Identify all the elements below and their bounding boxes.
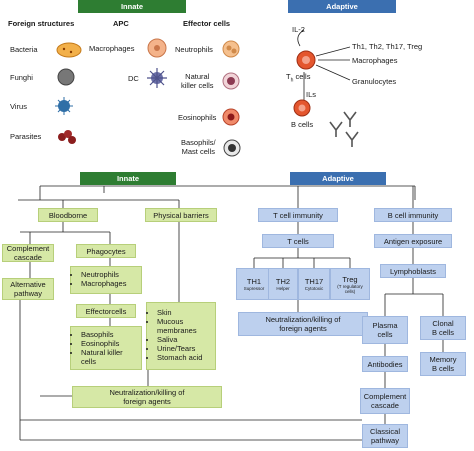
barrier-item: Stomach acid bbox=[157, 353, 215, 362]
tsubset-name: TH17 bbox=[304, 277, 324, 286]
plasma-cells-box: Plasma cells bbox=[362, 316, 408, 344]
eosinophil-icon bbox=[222, 108, 240, 126]
effector-list: Basophils Eosinophils Natural killer cel… bbox=[70, 326, 142, 370]
innate-header: Innate bbox=[80, 172, 176, 185]
adaptive-outcome-box: Neutralization/killing of foreign agents bbox=[238, 312, 368, 336]
innate-outcome-box: Neutralization/killing of foreign agents bbox=[72, 386, 222, 408]
bacteria-icon bbox=[56, 42, 82, 58]
phagocyte-list: Neutrophils Macrophages bbox=[70, 266, 142, 294]
tsubset-box: TH2 Helper bbox=[268, 268, 298, 300]
tsubset-name: TH1 bbox=[246, 277, 262, 286]
foreign-virus: Virus bbox=[10, 102, 27, 111]
tsubset-box: Treg (T regulatory cells) bbox=[330, 268, 370, 300]
complement-cascade-adaptive-box: Complement cascade bbox=[360, 388, 410, 414]
physical-barriers-box: Physical barriers bbox=[145, 208, 217, 222]
t-cell-immunity-box: T cell immunity bbox=[258, 208, 338, 222]
apc-heading: APC bbox=[113, 19, 129, 28]
barrier-item: Urine/Tears bbox=[157, 344, 215, 353]
neutrophil-icon bbox=[222, 40, 240, 58]
granulocytes-label: Granulocytes bbox=[352, 77, 397, 86]
alternative-pathway-box: Alternative pathway bbox=[2, 278, 54, 300]
ils-label: ILs bbox=[306, 90, 317, 99]
clonal-b-cells-box: Clonal B cells bbox=[420, 316, 466, 340]
effector-item: Eosinophils bbox=[81, 339, 141, 348]
barrier-list: Skin Mucous membranes Saliva Urine/Tears… bbox=[146, 302, 216, 370]
foreign-structures-heading: Foreign structures bbox=[8, 19, 75, 28]
antibodies-box: Antibodies bbox=[362, 356, 408, 372]
phagocyte-item: Neutrophils bbox=[81, 270, 141, 279]
parasite-icon bbox=[58, 130, 76, 144]
il2-label: IL-2 bbox=[292, 25, 305, 34]
barrier-item: Skin bbox=[157, 308, 215, 317]
effector-item: Natural killer cells bbox=[81, 348, 141, 366]
top-adaptive-header: Adaptive bbox=[288, 0, 396, 13]
antibody-icon bbox=[329, 111, 359, 147]
effectorcells-box: Effectorcells bbox=[76, 304, 136, 318]
fungus-icon bbox=[57, 68, 75, 86]
phagocytes-box: Phagocytes bbox=[76, 244, 136, 258]
basophil-icon bbox=[223, 139, 241, 157]
t-cells-box: T cells bbox=[262, 234, 334, 248]
b-cell-icon bbox=[293, 99, 311, 117]
foreign-bacteria: Bacteria bbox=[10, 45, 38, 54]
foreign-parasites: Parasites bbox=[10, 132, 42, 141]
tsubset-note: Helper bbox=[276, 286, 290, 291]
foreign-funghi: Funghi bbox=[10, 73, 33, 82]
top-innate-header: Innate bbox=[78, 0, 186, 13]
effector-basophils: Basophils/ Mast cells bbox=[181, 138, 216, 156]
b-cells-label: B cells bbox=[291, 120, 314, 129]
bloodborne-box: Bloodborne bbox=[38, 208, 98, 222]
th-subsets-label: Th1, Th2, Th17, Treg bbox=[352, 42, 423, 51]
th-cell-icon bbox=[296, 50, 316, 70]
lymphoblasts-box: Lymphoblasts bbox=[380, 264, 446, 278]
dendritic-cell-icon bbox=[147, 68, 167, 88]
apc-dc: DC bbox=[128, 74, 139, 83]
virus-icon bbox=[55, 97, 73, 115]
memory-b-cells-box: Memory B cells bbox=[420, 352, 466, 376]
phagocyte-item: Macrophages bbox=[81, 279, 141, 288]
effector-item: Basophils bbox=[81, 330, 141, 339]
tsubset-note: Supressor bbox=[243, 286, 265, 291]
th-cells-label: Th cells bbox=[286, 72, 311, 84]
tsubset-note: (T regulatory cells) bbox=[337, 283, 363, 294]
nk-cell-icon bbox=[222, 72, 240, 90]
tsubset-box: TH1 Supressor bbox=[236, 268, 272, 300]
adaptive-header: Adaptive bbox=[290, 172, 386, 185]
antigen-exposure-box: Antigen exposure bbox=[374, 234, 452, 248]
top-macrophages-label: Macrophages bbox=[352, 56, 398, 65]
apc-macrophages: Macrophages bbox=[89, 44, 135, 53]
b-cell-immunity-box: B cell immunity bbox=[374, 208, 452, 222]
macrophage-icon bbox=[147, 38, 167, 58]
effector-neutrophils: Neutrophils bbox=[175, 45, 213, 54]
effector-eosinophils: Eosinophils bbox=[178, 113, 217, 122]
barrier-item: Saliva bbox=[157, 335, 215, 344]
classical-pathway-box: Classical pathway bbox=[362, 424, 408, 448]
tsubset-name: Treg bbox=[342, 274, 358, 284]
tsubset-box: TH17 Cytotoxic bbox=[298, 268, 330, 300]
tsubset-note: Cytotoxic bbox=[304, 286, 324, 291]
complement-cascade-box: Complement cascade bbox=[2, 244, 54, 262]
barrier-item: Mucous membranes bbox=[157, 317, 215, 335]
effector-cells-heading: Effector cells bbox=[183, 19, 231, 28]
tsubset-name: TH2 bbox=[275, 277, 291, 286]
effector-nk-cells: Natural killer cells bbox=[181, 72, 214, 90]
